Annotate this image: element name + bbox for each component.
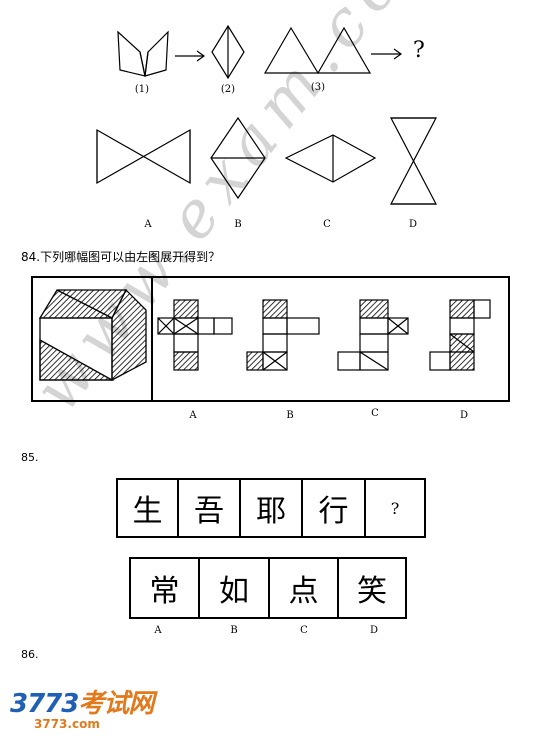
q83-arrow-1	[175, 50, 206, 62]
q83-seq-figure-1	[117, 30, 169, 77]
q85-option-cell-B: 如	[198, 557, 270, 619]
q86-number: 86.	[21, 648, 39, 661]
q83-option-label-A: A	[144, 219, 152, 230]
q83-seq-label-2: (2)	[220, 84, 236, 95]
q83-seq-label-3: (3)	[310, 82, 326, 93]
q85-option-cell-A: 常	[129, 557, 200, 619]
q84-option-label-C: C	[371, 408, 379, 419]
q85-sequence-cell-2: 吾	[177, 478, 241, 538]
q83-option-B-figure	[210, 116, 266, 200]
q85-sequence-cell-3: 耶	[239, 478, 303, 538]
q84-cube	[38, 288, 147, 382]
logo-url: 3773.com	[34, 717, 100, 731]
q83-seq-label-1: (1)	[134, 84, 150, 95]
q85-option-label-D: D	[369, 625, 379, 636]
site-logo: 3773考试网 3773.com	[10, 683, 154, 731]
q83-option-D-figure	[390, 117, 437, 205]
q83-question-mark: ?	[413, 38, 425, 63]
q83-figures	[96, 24, 437, 205]
q84-option-D-net	[429, 299, 491, 371]
q83-option-label-C: C	[323, 219, 331, 230]
q85-option-label-B: B	[230, 625, 238, 636]
q83-seq-figure-2	[211, 24, 245, 80]
q85-option-label-A: A	[154, 625, 162, 636]
q84-option-A-net	[157, 299, 233, 371]
q84-option-label-D: D	[459, 410, 469, 421]
q83-seq-figure-3	[263, 26, 372, 74]
q85-sequence-cell-question: ?	[364, 478, 426, 538]
q85-sequence-cell-4: 行	[301, 478, 366, 538]
q85-option-cell-C: 点	[268, 557, 339, 619]
logo-text: 考试网	[78, 689, 154, 719]
q85-option-cell-D: 笑	[337, 557, 407, 619]
q84-option-label-A: A	[189, 410, 197, 421]
q85-option-label-C: C	[300, 625, 308, 636]
q84-figures	[31, 276, 510, 402]
q83-option-label-D: D	[408, 219, 418, 230]
q83-option-A-figure	[96, 128, 191, 185]
q84-option-C-net	[337, 299, 409, 371]
q84-option-B-net	[246, 299, 320, 371]
q83-arrow-2	[371, 48, 403, 60]
q83-option-label-B: B	[234, 219, 242, 230]
q85-sequence-cell-1: 生	[116, 478, 179, 538]
q84-question-text: 84.下列哪幅图可以由左图展开得到？	[21, 250, 221, 264]
logo-digits: 3773	[10, 689, 79, 719]
q84-option-label-B: B	[286, 410, 294, 421]
q85-number: 85.	[21, 451, 39, 464]
q83-option-C-figure	[284, 134, 377, 183]
